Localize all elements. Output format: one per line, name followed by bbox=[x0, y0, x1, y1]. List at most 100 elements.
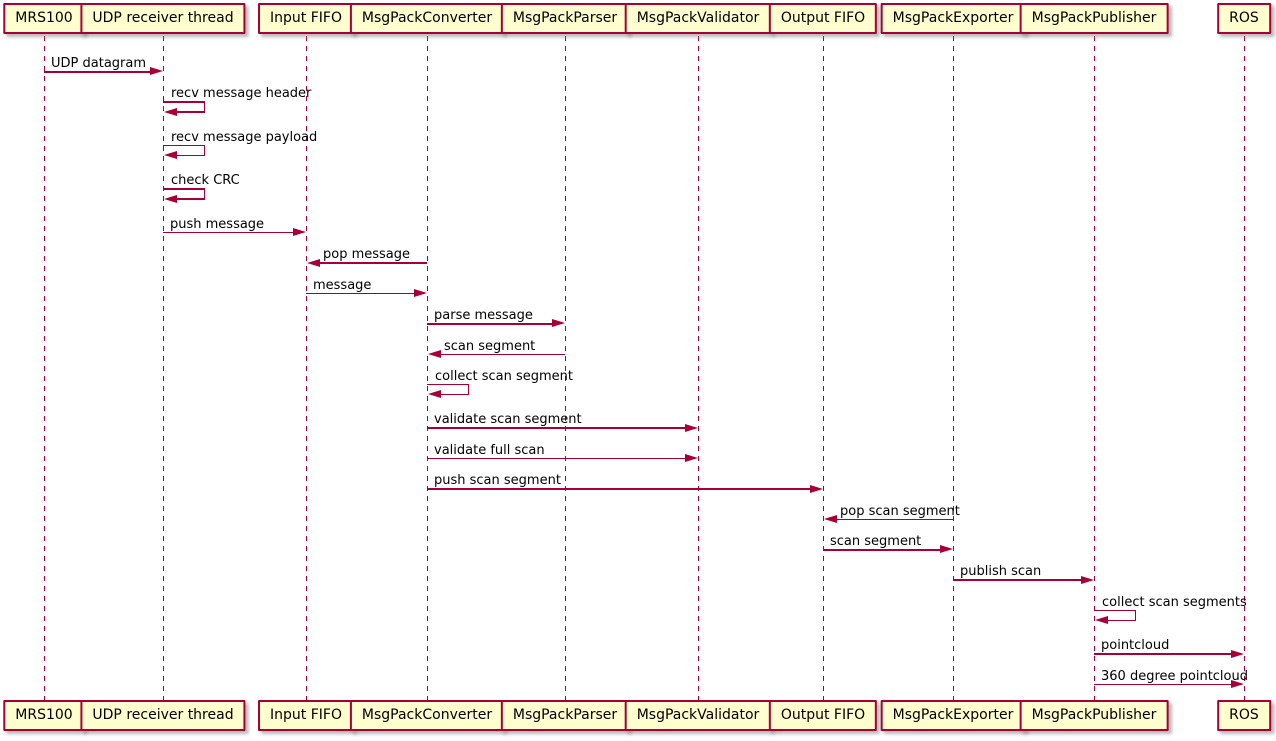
self-message-arrowhead bbox=[163, 151, 177, 160]
self-message-line-bottom bbox=[1106, 619, 1136, 622]
message-label: publish scan bbox=[960, 564, 1042, 580]
message-arrowhead bbox=[414, 289, 427, 297]
message-label: recv message header bbox=[171, 86, 312, 102]
participant-label: MsgPackExporter bbox=[892, 10, 1014, 26]
self-message-arrowhead bbox=[163, 194, 177, 203]
message-line bbox=[317, 262, 427, 264]
message-arrowhead bbox=[1231, 649, 1244, 658]
message-label: push scan segment bbox=[434, 473, 561, 489]
participant-label: Input FIFO bbox=[270, 707, 342, 723]
lifeline-input-fifo bbox=[305, 36, 307, 702]
self-message-line-right bbox=[1134, 609, 1136, 622]
message-arrowhead bbox=[150, 67, 163, 76]
message-label: collect scan segments bbox=[1102, 594, 1247, 610]
self-message-arrowhead bbox=[163, 107, 177, 116]
message-label: pop message bbox=[323, 247, 411, 263]
self-message-line-top bbox=[1094, 609, 1136, 612]
self-message-line-right bbox=[203, 188, 205, 200]
participant-box-bottom-msgpackexporter: MsgPackExporter bbox=[880, 700, 1026, 731]
participant-label: MsgPackConverter bbox=[361, 10, 493, 26]
message-line bbox=[427, 457, 687, 460]
participant-box-top-msgpackparser: MsgPackParser bbox=[500, 3, 630, 34]
message-line bbox=[306, 292, 416, 295]
participant-box-bottom-msgpackvalidator: MsgPackValidator bbox=[624, 700, 772, 731]
message-label: pop scan segment bbox=[840, 503, 960, 519]
message-line bbox=[823, 549, 942, 551]
message-label: 360 degree pointcloud bbox=[1101, 668, 1248, 684]
participant-label: MRS100 bbox=[15, 707, 73, 723]
message-arrowhead bbox=[427, 349, 441, 358]
message-label: collect scan segment bbox=[435, 368, 573, 384]
lifeline-mrs100 bbox=[43, 36, 45, 702]
participant-label: ROS bbox=[1229, 707, 1259, 723]
participant-box-top-udp-receiver-thread: UDP receiver thread bbox=[80, 3, 246, 34]
participant-label: MsgPackValidator bbox=[636, 707, 760, 723]
participant-box-top-msgpackconverter: MsgPackConverter bbox=[349, 3, 505, 34]
message-arrowhead bbox=[810, 484, 823, 493]
lifeline-ros bbox=[1243, 36, 1245, 702]
message-line bbox=[438, 353, 565, 355]
participant-box-bottom-msgpackparser: MsgPackParser bbox=[500, 700, 630, 731]
participant-label: MsgPackExporter bbox=[892, 707, 1014, 723]
participant-box-top-msgpackpublisher: MsgPackPublisher bbox=[1019, 3, 1169, 34]
lifeline-msgpackpublisher bbox=[1093, 36, 1095, 702]
lifeline-msgpackconverter bbox=[426, 36, 428, 702]
lifeline-output-fifo bbox=[822, 36, 824, 702]
message-line bbox=[163, 231, 295, 234]
self-message-line-bottom bbox=[175, 111, 205, 113]
participant-label: Output FIFO bbox=[780, 10, 866, 26]
message-label: scan segment bbox=[444, 338, 536, 354]
message-label: check CRC bbox=[171, 173, 240, 189]
message-label: validate scan segment bbox=[434, 412, 582, 428]
message-arrowhead bbox=[685, 454, 698, 463]
message-arrowhead bbox=[685, 423, 698, 432]
participant-label: Output FIFO bbox=[780, 707, 866, 723]
self-message-line-top bbox=[163, 101, 205, 103]
participant-box-top-msgpackexporter: MsgPackExporter bbox=[880, 3, 1026, 34]
message-arrowhead bbox=[552, 319, 565, 328]
message-line bbox=[427, 488, 812, 490]
message-label: parse message bbox=[434, 308, 533, 324]
self-message-line-top bbox=[427, 383, 469, 386]
message-arrowhead bbox=[1231, 680, 1244, 688]
participant-box-bottom-mrs100: MRS100 bbox=[3, 700, 85, 731]
participant-box-bottom-msgpackconverter: MsgPackConverter bbox=[349, 700, 505, 731]
self-message-arrowhead bbox=[1094, 616, 1108, 625]
self-message-line-right bbox=[467, 383, 469, 396]
self-message-line-right bbox=[203, 101, 205, 113]
message-line bbox=[427, 427, 687, 429]
participant-label: MsgPackConverter bbox=[361, 707, 493, 723]
message-label: push message bbox=[170, 216, 265, 232]
lifeline-msgpackparser bbox=[564, 36, 566, 702]
message-line bbox=[1094, 683, 1233, 686]
participant-label: UDP receiver thread bbox=[92, 707, 234, 723]
self-message-line-top bbox=[163, 188, 205, 190]
participant-box-bottom-output-fifo: Output FIFO bbox=[768, 700, 878, 731]
participant-label: MRS100 bbox=[15, 10, 73, 26]
self-message-line-top bbox=[163, 144, 205, 147]
participant-label: MsgPackParser bbox=[512, 10, 618, 26]
participant-label: MsgPackParser bbox=[512, 707, 618, 723]
participant-box-top-mrs100: MRS100 bbox=[3, 3, 85, 34]
participant-box-bottom-udp-receiver-thread: UDP receiver thread bbox=[80, 700, 246, 731]
message-label: UDP datagram bbox=[51, 56, 147, 71]
participant-label: MsgPackPublisher bbox=[1031, 707, 1157, 723]
self-message-line-right bbox=[203, 144, 205, 157]
participant-box-top-ros: ROS bbox=[1217, 3, 1271, 34]
participant-box-top-msgpackvalidator: MsgPackValidator bbox=[624, 3, 772, 34]
message-line bbox=[427, 323, 554, 325]
message-arrowhead bbox=[1081, 575, 1094, 584]
message-label: scan segment bbox=[830, 534, 922, 549]
participant-label: MsgPackPublisher bbox=[1031, 10, 1157, 26]
participant-label: Input FIFO bbox=[270, 10, 342, 26]
message-arrowhead bbox=[293, 228, 306, 237]
message-arrowhead bbox=[823, 514, 837, 523]
participant-label: UDP receiver thread bbox=[92, 10, 234, 26]
self-message-line-bottom bbox=[175, 154, 205, 157]
message-line bbox=[44, 71, 152, 73]
self-message-arrowhead bbox=[427, 390, 441, 399]
message-label: message bbox=[313, 277, 372, 293]
participant-box-bottom-ros: ROS bbox=[1217, 700, 1271, 731]
message-label: validate full scan bbox=[434, 442, 545, 458]
